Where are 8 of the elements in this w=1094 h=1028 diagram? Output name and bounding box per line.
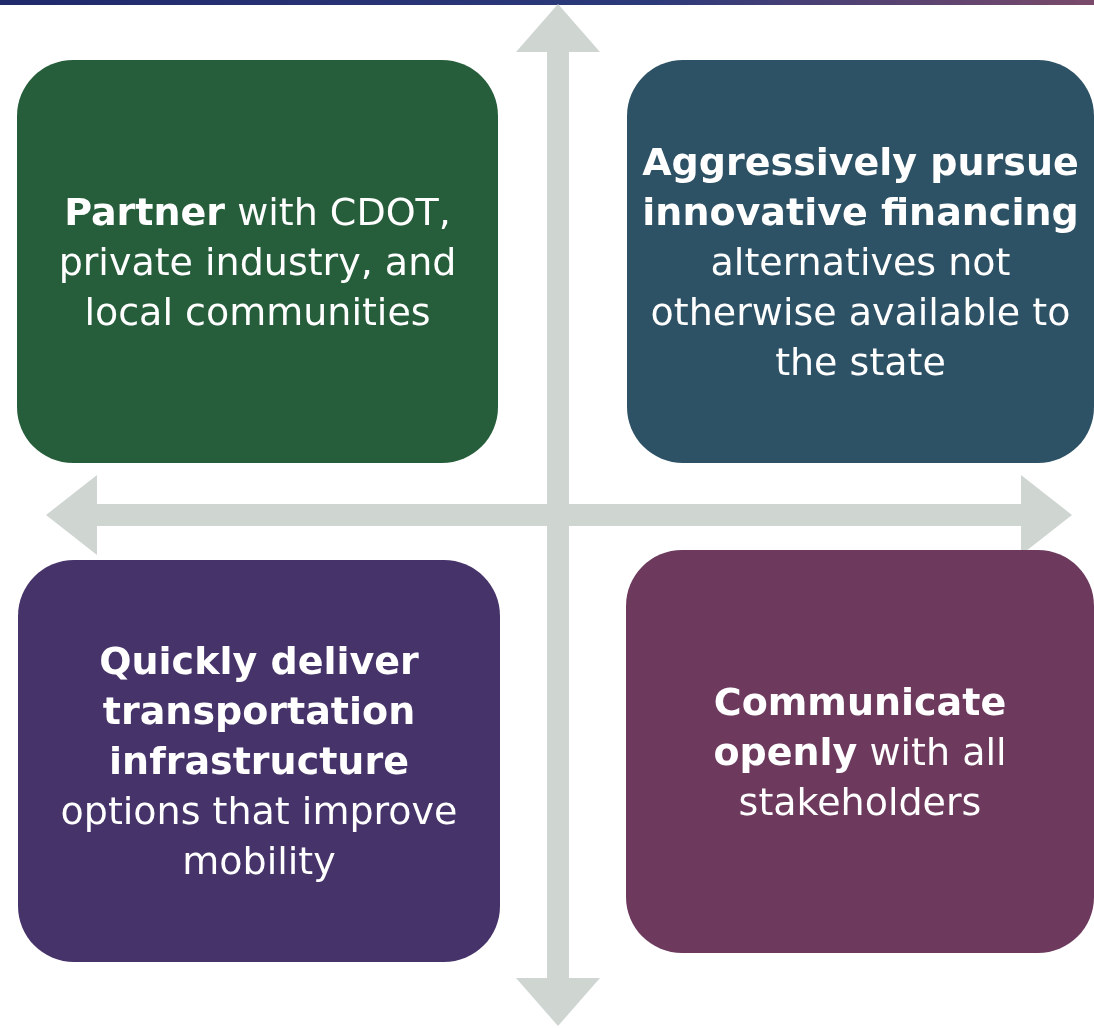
quadrant-box xyxy=(17,60,498,463)
quadrant-text: Partner with CDOT, private industry, and local communities xyxy=(57,188,458,336)
quadrant-text: Aggressively pursue innovative financing alternatives not otherwise available to the state xyxy=(641,138,1080,386)
quadrant-text: Communicate openly with all stakeholders xyxy=(712,678,1008,826)
quadrant-box xyxy=(627,60,1094,463)
quadrant-text: Quickly deliver transportation infrastructure options that improve mobility xyxy=(59,638,459,885)
quadrant-box xyxy=(626,550,1094,953)
quadrant-box xyxy=(18,560,500,962)
